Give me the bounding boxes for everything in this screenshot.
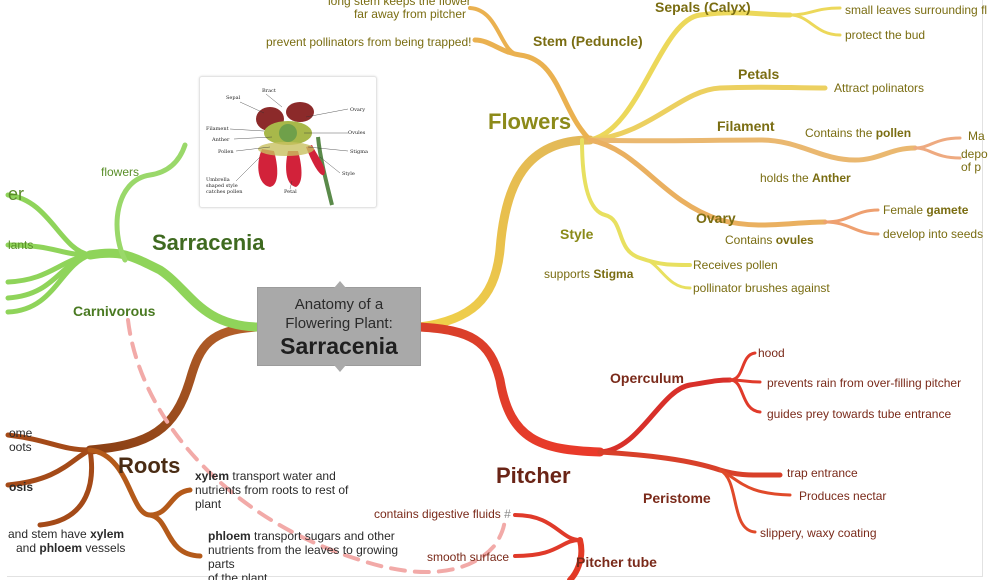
sepals-note-2[interactable]: protect the bud <box>845 28 926 42</box>
roots-xylem-line2[interactable]: nutrients from roots to rest of <box>195 483 349 497</box>
illus-label-filament: Filament <box>206 126 229 132</box>
canvas-frame <box>7 0 983 577</box>
sarracenia-left-2[interactable]: lants <box>8 238 34 252</box>
flower-illustration[interactable]: Sepal Bract Ovary Filament Ovules Anther… <box>199 76 377 208</box>
subtopic-filament[interactable]: Filament <box>717 118 775 134</box>
link-pitcher <box>415 322 605 457</box>
roots-phloem-line2[interactable]: nutrients from the leaves to growing <box>208 543 399 557</box>
stem-note-2[interactable]: prevent pollinators from being trapped! <box>266 35 472 49</box>
petals-note-1[interactable]: Attract polinators <box>834 81 925 95</box>
peristome-note-3[interactable]: slippery, waxy coating <box>760 526 877 540</box>
illus-label-ovary: Ovary <box>350 107 366 113</box>
subtopic-sepals[interactable]: Sepals (Calyx) <box>655 0 751 15</box>
illus-label-petal: Petal <box>284 189 297 195</box>
subtopic-operculum[interactable]: Operculum <box>610 370 684 386</box>
link-flowers <box>415 135 595 332</box>
illus-label-anther: Anther <box>212 137 230 143</box>
central-topic-line3: Sarracenia <box>280 333 398 359</box>
relationship-dashed-link <box>126 318 507 574</box>
illus-label-shaped-style: shaped style <box>206 183 238 189</box>
operculum-note-2[interactable]: prevents rain from over-filling pitcher <box>767 376 962 390</box>
filament-far-1[interactable]: Ma <box>968 129 985 143</box>
link-sarracenia <box>85 248 262 332</box>
roots-phloem-line3[interactable]: parts <box>208 557 235 571</box>
ovary-note-2[interactable]: develop into seeds <box>883 227 984 241</box>
stem-note-1a[interactable]: long stem keeps the flower <box>328 0 471 8</box>
link-anchor-icon: # <box>504 507 511 521</box>
illus-label-stigma: Stigma <box>350 149 368 155</box>
illus-label-umbrella: Umbrella <box>206 177 230 183</box>
roots-xylem-line3[interactable]: plant <box>195 497 222 511</box>
roots-xylem-line1[interactable]: xylem transport water and <box>195 469 336 483</box>
sepals-note-1[interactable]: small leaves surrounding fl <box>845 3 988 17</box>
roots-stem-line1[interactable]: and stem have xylem <box>8 527 125 541</box>
subtopic-peristome[interactable]: Peristome <box>643 490 711 506</box>
illus-label-catches-pollen: catches pollen <box>206 189 243 195</box>
roots-stem-line2[interactable]: and phloem vessels <box>16 541 126 555</box>
roots-phloem-line4[interactable]: of the plant <box>208 571 268 580</box>
peristome-note-1[interactable]: trap entrance <box>787 466 858 480</box>
style-note-2[interactable]: pollinator brushes against <box>693 281 830 295</box>
sarracenia-flowers[interactable]: flowers <box>101 165 140 179</box>
roots-left-1b[interactable]: oots <box>9 440 32 454</box>
topic-roots[interactable]: Roots <box>118 453 181 478</box>
style-supports[interactable]: supports Stigma <box>544 267 634 281</box>
up-arrow-icon <box>334 281 346 288</box>
roots-left-1a[interactable]: ome <box>9 426 33 440</box>
down-arrow-icon <box>334 365 346 372</box>
tube-note-2[interactable]: smooth surface <box>427 550 510 564</box>
subtopic-stem-peduncle[interactable]: Stem (Peduncle) <box>533 33 643 49</box>
filament-far-2b[interactable]: of p <box>961 160 982 174</box>
filament-holds[interactable]: holds the Anther <box>760 171 851 185</box>
tube-note-1[interactable]: contains digestive fluids # <box>374 507 511 521</box>
roots-left-2[interactable]: osis <box>9 480 34 494</box>
topic-pitcher[interactable]: Pitcher <box>496 463 571 488</box>
roots-phloem-line1[interactable]: phloem transport sugars and other <box>208 529 395 543</box>
ovary-contains[interactable]: Contains ovules <box>725 233 814 247</box>
illus-label-style: Style <box>342 171 355 177</box>
ovary-note-1[interactable]: Female gamete <box>883 203 969 217</box>
subtopic-petals[interactable]: Petals <box>738 66 780 82</box>
filament-far-2a[interactable]: depo <box>961 147 988 161</box>
subtopic-style[interactable]: Style <box>560 226 594 242</box>
sarracenia-left-1[interactable]: er <box>8 184 25 204</box>
sarracenia-flower-icon <box>229 93 349 206</box>
peristome-note-2[interactable]: Produces nectar <box>799 489 887 503</box>
central-topic[interactable]: Anatomy of a Flowering Plant: Sarracenia <box>257 281 421 372</box>
central-topic-line1: Anatomy of a <box>294 296 384 313</box>
operculum-note-1[interactable]: hood <box>758 346 785 360</box>
subtopic-carnivorous[interactable]: Carnivorous <box>73 303 156 319</box>
stem-note-1b[interactable]: far away from pitcher <box>353 7 466 21</box>
operculum-note-3[interactable]: guides prey towards tube entrance <box>767 407 952 421</box>
illus-label-pollen: Pollen <box>218 149 234 155</box>
style-note-1[interactable]: Receives pollen <box>693 258 778 272</box>
central-topic-line2: Flowering Plant: <box>285 315 393 332</box>
illus-label-ovules: Ovules <box>348 130 366 136</box>
filament-contains[interactable]: Contains the pollen <box>805 126 912 140</box>
topic-flowers[interactable]: Flowers <box>488 109 572 134</box>
subtopic-ovary[interactable]: Ovary <box>696 210 736 226</box>
link-roots <box>85 322 262 455</box>
topic-sarracenia[interactable]: Sarracenia <box>152 230 265 255</box>
illus-label-bract: Bract <box>262 88 276 94</box>
illus-label-sepal: Sepal <box>226 95 241 101</box>
subtopic-pitcher-tube[interactable]: Pitcher tube <box>576 554 657 570</box>
